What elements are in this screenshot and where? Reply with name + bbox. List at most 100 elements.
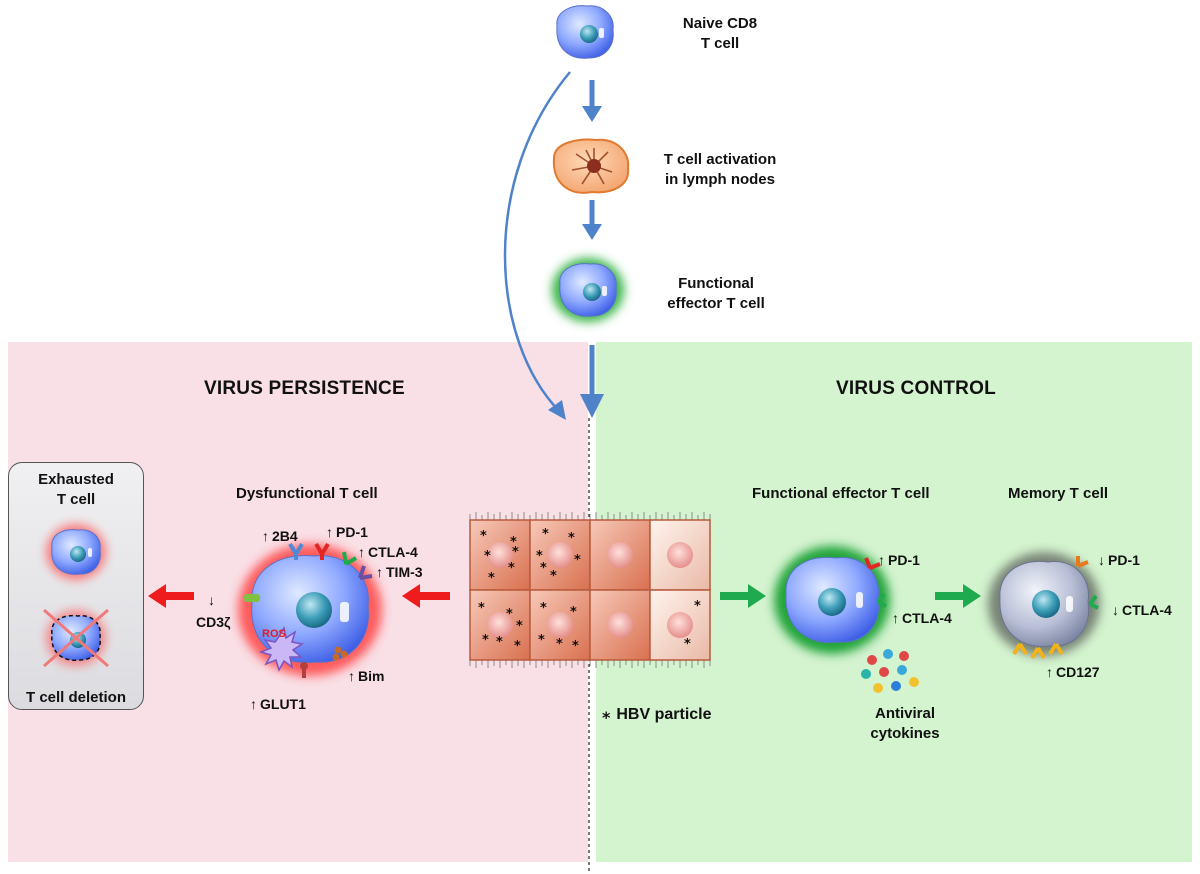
svg-text:*: * [694, 599, 701, 614]
dendritic-cell-icon [552, 138, 630, 194]
effector-top-label-line1: Functional [678, 275, 754, 292]
red-arrow-hepatocytes-to-dysfunctional [402, 584, 450, 608]
ros-label: ROS [262, 628, 286, 640]
marker-ctla4-memory-arrow: ↓ [1112, 602, 1119, 618]
marker-pd1-effector-text: PD-1 [888, 552, 920, 568]
svg-text:*: * [484, 549, 491, 564]
hbv-legend-text: HBV particle [616, 706, 712, 723]
marker-pd1-dys-text: PD-1 [336, 524, 368, 540]
marker-pd1-effector-arrow: ↑ [878, 552, 885, 568]
marker-ctla4-dys-text: CTLA-4 [368, 544, 418, 560]
svg-text:*: * [542, 527, 549, 542]
effector-top-label: Functional effector T cell [646, 274, 786, 314]
flow-arrow-2 [582, 200, 602, 240]
marker-pd1-dys: ↑PD-1 [326, 524, 368, 540]
dysfunctional-title: Dysfunctional T cell [236, 485, 378, 502]
svg-text:*: * [536, 549, 543, 564]
effector-right-title: Functional effector T cell [752, 485, 930, 502]
svg-text:*: * [506, 607, 513, 622]
marker-pd1-effector: ↑PD-1 [878, 552, 920, 568]
cytokines-label-line2: cytokines [870, 725, 940, 742]
marker-ctla4-effector-text: CTLA-4 [902, 610, 952, 626]
effector-t-cell-top-icon [552, 258, 624, 322]
marker-cd3: CD3ζ [196, 614, 231, 630]
svg-text:*: * [514, 639, 521, 654]
hbv-legend-symbol: ⁎ [602, 706, 611, 723]
marker-pd1-memory-text: PD-1 [1108, 552, 1140, 568]
deleted-t-cell-icon [43, 608, 109, 668]
svg-text:*: * [480, 529, 487, 544]
green-arrow-hepatocytes-to-effector [720, 584, 766, 608]
virus-control-heading: VIRUS CONTROL [836, 378, 996, 399]
svg-text:*: * [538, 633, 545, 648]
antiviral-cytokines-label: Antiviral cytokines [840, 704, 970, 744]
svg-text:*: * [540, 601, 547, 616]
svg-text:*: * [572, 639, 579, 654]
svg-text:*: * [482, 633, 489, 648]
activation-label-line1: T cell activation [663, 151, 777, 168]
marker-cd3-arrow: ↓ [208, 592, 215, 608]
svg-text:*: * [550, 569, 557, 584]
memory-title: Memory T cell [1008, 485, 1109, 502]
marker-bim-text: Bim [358, 668, 385, 684]
red-arrow-dysfunctional-to-exhausted [148, 584, 194, 608]
svg-text:*: * [512, 545, 519, 560]
marker-glut1-arrow: ↑ [250, 696, 257, 712]
svg-text:*: * [478, 601, 485, 616]
marker-glut1-text: GLUT1 [260, 696, 306, 712]
naive-cd8-label: Naive CD8 T cell [660, 14, 780, 54]
marker-pd1-memory: ↓PD-1 [1098, 552, 1140, 568]
svg-text:*: * [574, 553, 581, 568]
flow-arrow-3 [580, 345, 604, 418]
exhausted-t-cell-icon [46, 524, 106, 580]
svg-text:*: * [488, 571, 495, 586]
bypass-curve-arrow [503, 71, 571, 413]
marker-bim-arrow: ↑ [348, 668, 355, 684]
exhausted-title-line2: T cell [56, 491, 96, 508]
naive-t-cell-icon [556, 5, 614, 59]
flow-arrow-1 [582, 80, 602, 122]
marker-cd127: ↑CD127 [1046, 664, 1100, 680]
green-arrow-effector-to-memory [935, 584, 981, 608]
marker-tim3: ↑TIM-3 [376, 564, 423, 580]
svg-text:*: * [570, 605, 577, 620]
marker-ctla4-effector: ↑CTLA-4 [892, 610, 952, 626]
effector-top-label-line2: effector T cell [667, 295, 765, 312]
naive-label-line1: Naive CD8 [682, 15, 758, 32]
cytokines-icon [861, 649, 919, 693]
svg-text:*: * [496, 635, 503, 650]
marker-2b4-arrow: ↑ [262, 528, 269, 544]
svg-text:*: * [540, 561, 547, 576]
marker-cd127-arrow: ↑ [1046, 664, 1053, 680]
marker-pd1-dys-arrow: ↑ [326, 524, 333, 540]
effector-t-cell-right-icon [774, 546, 890, 654]
infected-hepatocytes: ****** ****** ****** ***** ** [469, 512, 711, 668]
marker-cd127-text: CD127 [1056, 664, 1100, 680]
marker-ctla4-dys-arrow: ↑ [358, 544, 365, 560]
marker-tim3-arrow: ↑ [376, 564, 383, 580]
virus-persistence-heading: VIRUS PERSISTENCE [204, 378, 405, 399]
exhausted-t-cell-box [8, 462, 144, 710]
marker-tim3-text: TIM-3 [386, 564, 423, 580]
marker-2b4-text: 2B4 [272, 528, 298, 544]
marker-ctla4-effector-arrow: ↑ [892, 610, 899, 626]
dysfunctional-t-cell-icon [238, 542, 382, 678]
svg-text:*: * [516, 619, 523, 634]
naive-label-line2: T cell [700, 35, 740, 52]
marker-ctla4-memory: ↓CTLA-4 [1112, 602, 1172, 618]
exhausted-title: Exhausted T cell [8, 470, 144, 510]
marker-ctla4-memory-text: CTLA-4 [1122, 602, 1172, 618]
svg-text:*: * [568, 531, 575, 546]
marker-pd1-memory-arrow: ↓ [1098, 552, 1105, 568]
svg-text:*: * [556, 637, 563, 652]
marker-bim: ↑Bim [348, 668, 384, 684]
svg-text:*: * [510, 535, 517, 550]
svg-text:*: * [684, 637, 691, 652]
hbv-legend: ⁎ HBV particle [602, 705, 712, 725]
activation-label: T cell activation in lymph nodes [640, 150, 800, 190]
exhausted-title-line1: Exhausted [38, 471, 114, 488]
svg-text:*: * [508, 561, 515, 576]
memory-t-cell-icon [988, 552, 1100, 660]
